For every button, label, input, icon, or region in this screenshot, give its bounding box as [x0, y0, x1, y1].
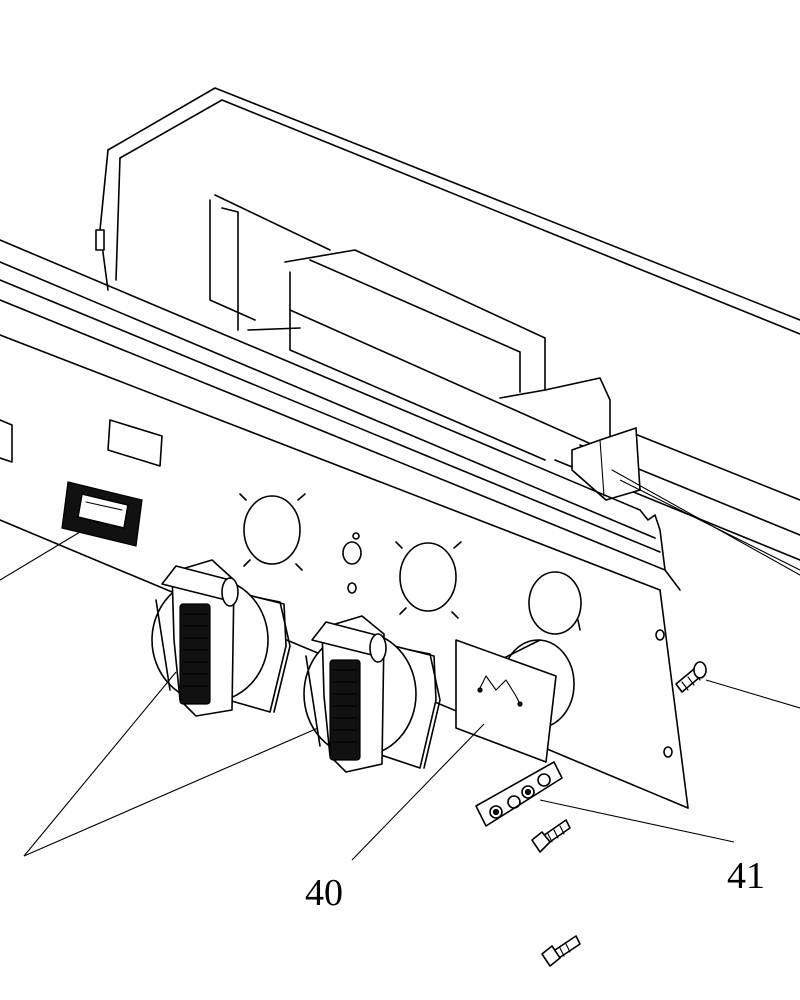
round-cutout-1 — [239, 493, 306, 571]
small-hole-1 — [342, 541, 362, 565]
screw-3 — [541, 935, 581, 967]
switch-plate — [455, 639, 575, 763]
panel-openings — [0, 419, 582, 635]
power-socket-1 — [151, 559, 291, 717]
callout-40-label: 40 — [305, 872, 343, 914]
screw-1 — [675, 661, 707, 693]
rectangular-cutout — [107, 419, 163, 467]
front-panel — [0, 239, 689, 809]
small-hole-3 — [352, 532, 360, 540]
power-socket-2 — [303, 615, 441, 773]
rear-enclosure — [95, 87, 800, 576]
grommet-strip — [475, 761, 563, 827]
callout-41-label: 41 — [727, 855, 765, 897]
cutout-left-edge — [0, 419, 13, 463]
leader-lines — [0, 479, 800, 861]
round-cutout-3 — [528, 571, 582, 635]
round-cutout-2 — [395, 541, 462, 619]
small-hole-2 — [347, 582, 357, 594]
screw-2 — [531, 819, 571, 853]
digital-meter — [61, 481, 143, 547]
